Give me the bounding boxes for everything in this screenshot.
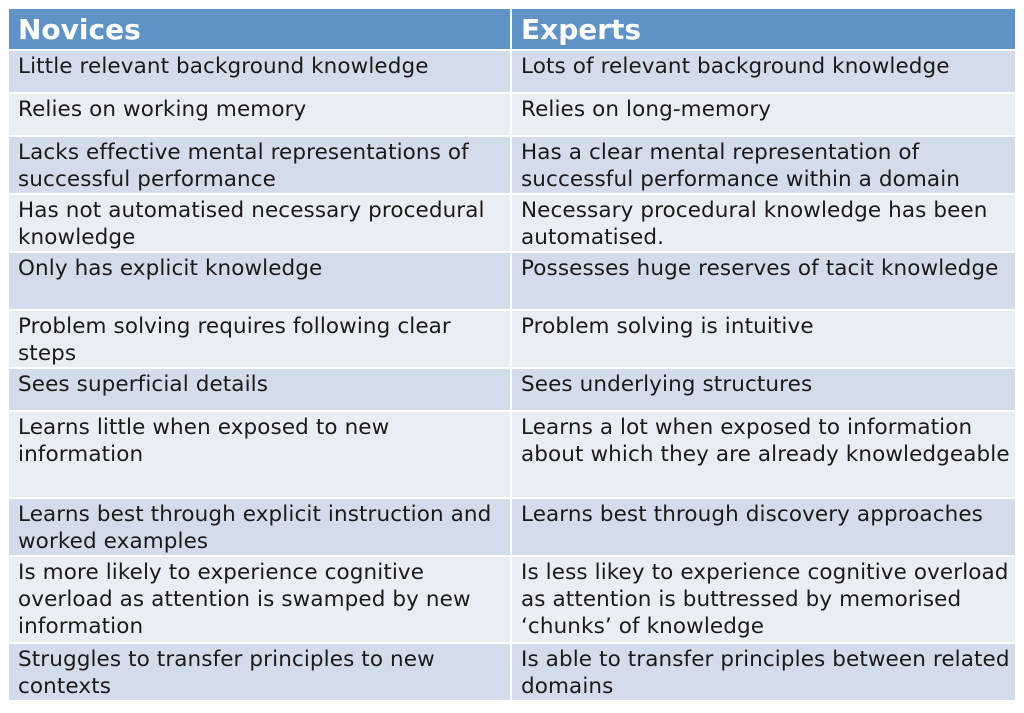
novice-cell: Relies on working memory: [9, 94, 510, 137]
expert-cell: Learns best through discovery approaches: [510, 499, 1015, 557]
expert-cell: Is less likey to experience cognitive ov…: [510, 557, 1015, 644]
expert-cell: Sees underlying structures: [510, 369, 1015, 412]
expert-cell: Learns a lot when exposed to information…: [510, 412, 1015, 499]
novices-experts-table: Novices Experts Little relevant backgrou…: [9, 9, 1015, 702]
header-row: Novices Experts: [9, 9, 1015, 51]
header-experts: Experts: [510, 9, 1015, 51]
header-novices: Novices: [9, 9, 510, 51]
expert-cell: Possesses huge reserves of tacit knowled…: [510, 253, 1015, 311]
novice-cell: Has not automatised necessary procedural…: [9, 195, 510, 253]
novice-cell: Learns best through explicit instruction…: [9, 499, 510, 557]
table-row: Sees superficial details Sees underlying…: [9, 369, 1015, 412]
table-row: Only has explicit knowledge Possesses hu…: [9, 253, 1015, 311]
expert-cell: Lots of relevant background knowledge: [510, 51, 1015, 94]
table-row: Has not automatised necessary procedural…: [9, 195, 1015, 253]
novice-cell: Little relevant background knowledge: [9, 51, 510, 94]
table-row: Little relevant background knowledge Lot…: [9, 51, 1015, 94]
table-row: Struggles to transfer principles to new …: [9, 644, 1015, 702]
table-row: Lacks effective mental representations o…: [9, 137, 1015, 195]
expert-cell: Has a clear mental representation of suc…: [510, 137, 1015, 195]
table-row: Relies on working memory Relies on long-…: [9, 94, 1015, 137]
table-row: Is more likely to experience cognitive o…: [9, 557, 1015, 644]
expert-cell: Problem solving is intuitive: [510, 311, 1015, 369]
table-row: Learns best through explicit instruction…: [9, 499, 1015, 557]
expert-cell: Is able to transfer principles between r…: [510, 644, 1015, 702]
novice-cell: Sees superficial details: [9, 369, 510, 412]
table-row: Learns little when exposed to new inform…: [9, 412, 1015, 499]
table-row: Problem solving requires following clear…: [9, 311, 1015, 369]
novice-cell: Only has explicit knowledge: [9, 253, 510, 311]
expert-cell: Relies on long-memory: [510, 94, 1015, 137]
novice-cell: Learns little when exposed to new inform…: [9, 412, 510, 499]
expert-cell: Necessary procedural knowledge has been …: [510, 195, 1015, 253]
novice-cell: Lacks effective mental representations o…: [9, 137, 510, 195]
novice-cell: Struggles to transfer principles to new …: [9, 644, 510, 702]
novice-cell: Problem solving requires following clear…: [9, 311, 510, 369]
novice-cell: Is more likely to experience cognitive o…: [9, 557, 510, 644]
